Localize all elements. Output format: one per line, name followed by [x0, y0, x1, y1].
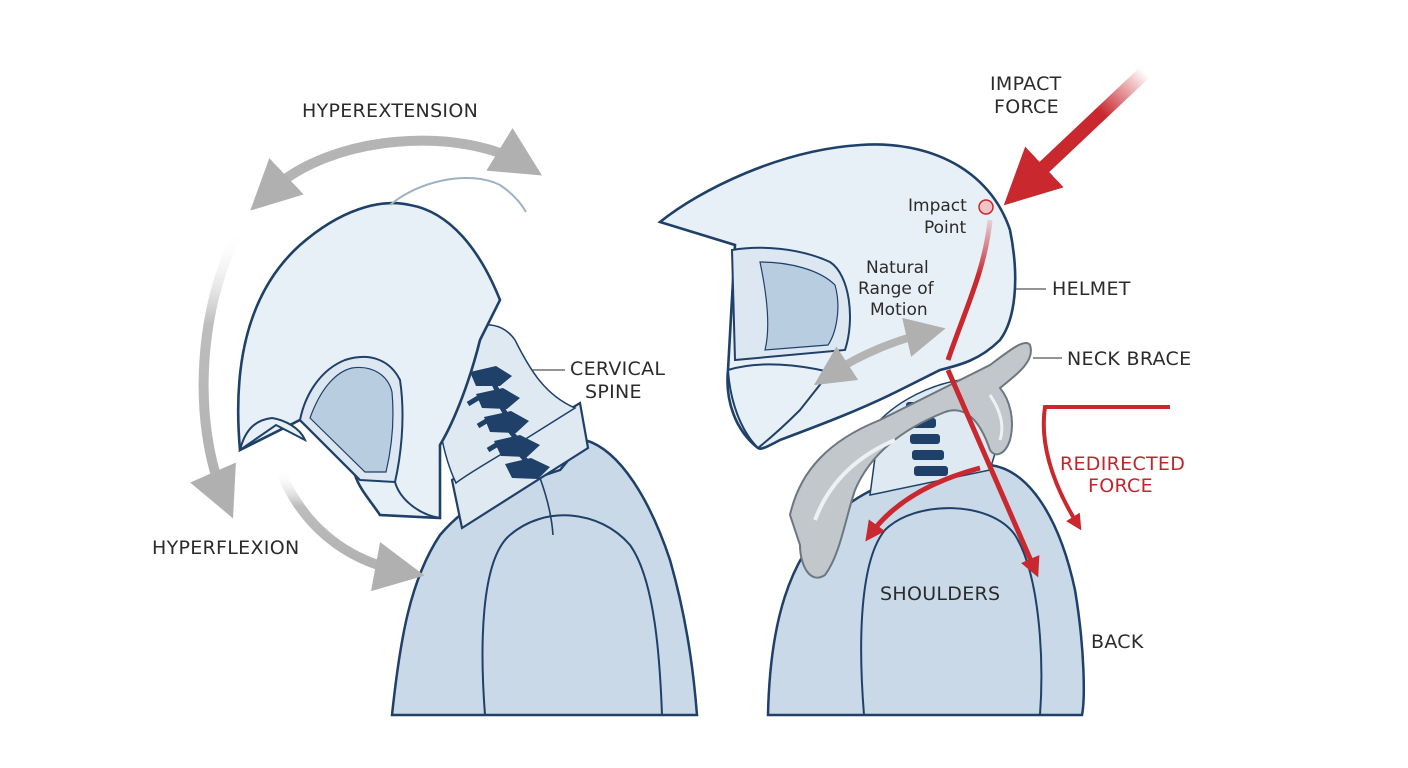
label-natural-1: Natural [866, 258, 929, 278]
label-hyperflexion: HYPERFLEXION [152, 537, 299, 559]
label-redirected-1: REDIRECTED [1060, 453, 1185, 475]
label-natural-2: Range of [858, 279, 935, 299]
label-impact-point-1: Impact [908, 196, 967, 216]
label-neck-brace: NECK BRACE [1067, 348, 1191, 370]
label-impact-force-1: IMPACT [990, 73, 1062, 95]
label-cervical-spine-2: SPINE [585, 381, 642, 403]
label-impact-point-2: Point [924, 218, 967, 238]
side-arc-arrow [204, 230, 240, 500]
label-cervical-spine-1: CERVICAL [570, 358, 665, 380]
left-figure [238, 178, 697, 715]
impact-point-dot [979, 200, 993, 214]
label-natural-3: Motion [870, 300, 928, 320]
right-figure [660, 144, 1084, 715]
label-helmet: HELMET [1052, 278, 1131, 300]
hyperextension-arrow [272, 141, 525, 190]
label-impact-force-2: FORCE [994, 96, 1059, 118]
label-redirected-2: FORCE [1088, 475, 1153, 497]
label-back: BACK [1091, 631, 1144, 653]
label-shoulders: SHOULDERS [880, 583, 1000, 605]
label-hyperextension: HYPEREXTENSION [302, 100, 478, 122]
